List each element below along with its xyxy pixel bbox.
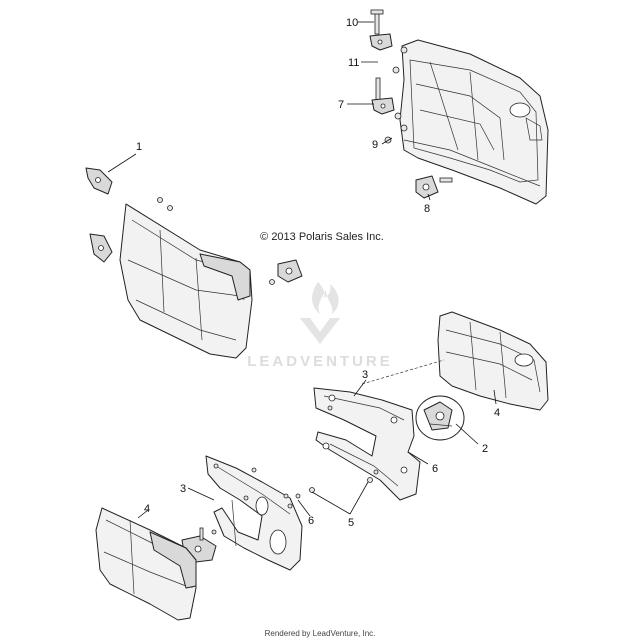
latch-striker-8 — [415, 175, 453, 199]
callout-5: 5 — [348, 517, 354, 529]
alignment-line-upper — [361, 359, 445, 385]
door-frame-part-3-lower — [205, 455, 303, 571]
upper-hinge-middle — [371, 77, 408, 144]
callout-10: 10 — [346, 17, 358, 29]
watermark-text: LEADVENTURE — [247, 353, 393, 370]
callout-8: 8 — [424, 203, 430, 215]
callout-3-lower: 3 — [180, 483, 186, 495]
callout-2: 2 — [482, 443, 488, 455]
copyright-text: © 2013 Polaris Sales Inc. — [260, 231, 384, 243]
callout-4-upper: 4 — [494, 407, 500, 419]
callout-7: 7 — [338, 99, 344, 111]
callout-6-lower: 6 — [308, 515, 314, 527]
leader-lines — [107, 21, 497, 519]
rear-door-panel-part-4 — [437, 311, 549, 411]
callout-11: 11 — [348, 57, 359, 69]
callout-6-upper: 6 — [432, 463, 438, 475]
front-door-outer-panel — [119, 203, 253, 359]
door-frame-part-3-upper — [313, 387, 421, 501]
door-latch-part-2 — [415, 395, 465, 441]
screws-part-5 — [243, 467, 373, 501]
upper-hinge-top — [369, 9, 408, 74]
callout-4-lower: 4 — [144, 503, 150, 515]
rendered-by-text: Rendered by LeadVenture, Inc. — [265, 629, 376, 638]
callout-3-upper: 3 — [362, 369, 368, 381]
watermark-logo — [300, 282, 340, 344]
callout-1: 1 — [136, 141, 142, 153]
callouts: 1 10 11 7 9 8 3 2 4 6 5 3 6 4 — [136, 17, 500, 529]
lower-door-outer-panel-part-4 — [95, 507, 197, 621]
latch-plate-left — [269, 259, 303, 285]
callout-9: 9 — [372, 139, 378, 151]
upper-door-panel — [399, 39, 549, 205]
bracket-part-1 — [85, 167, 173, 263]
